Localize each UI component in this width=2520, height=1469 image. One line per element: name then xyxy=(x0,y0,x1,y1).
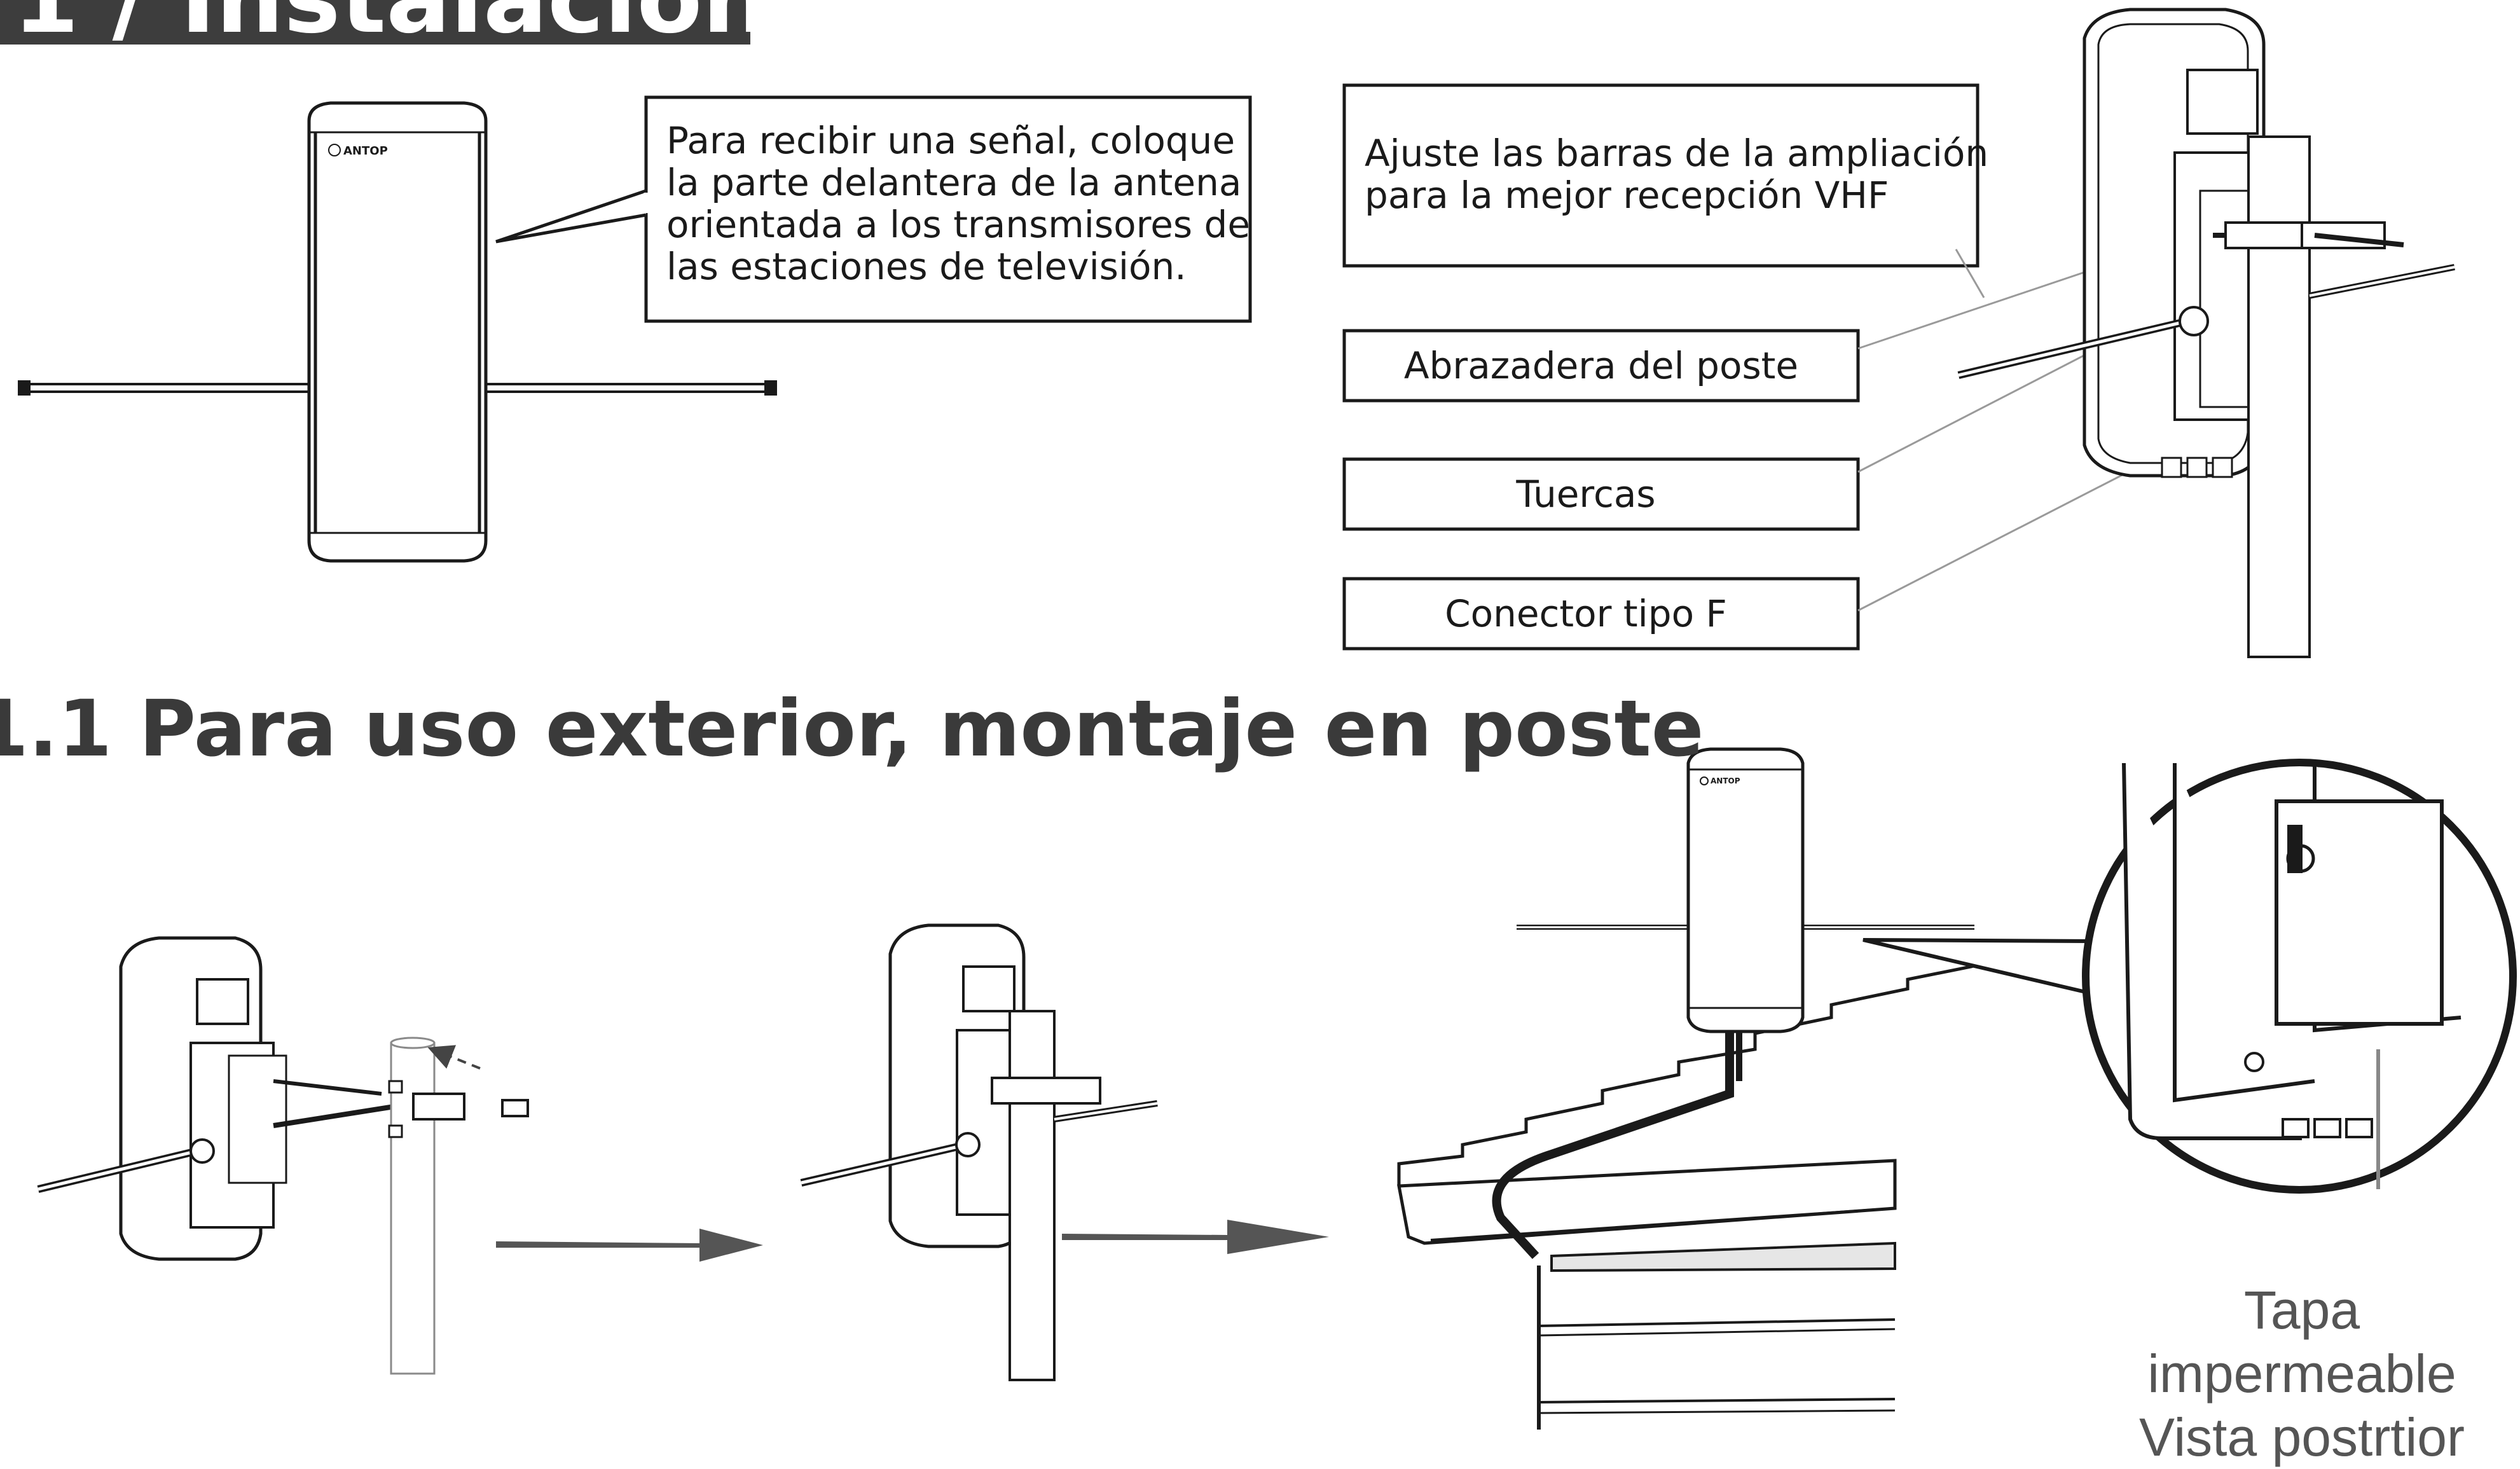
step-arrow-2 xyxy=(1062,1220,1329,1254)
callout-front-line-3: orientada a los transmisores de xyxy=(666,203,1251,246)
callout-front-text: Para recibir una señal, coloque la parte… xyxy=(666,120,1250,287)
callout-front-line-1: Para recibir una señal, coloque xyxy=(666,119,1236,162)
callout-front-line-4: las estaciones de televisión. xyxy=(666,245,1187,288)
roof-mount-scene xyxy=(1397,747,2095,1430)
caption-line-1: Tapa impermeable xyxy=(2147,1280,2456,1403)
label-f-connector: Conector tipo F xyxy=(1445,592,1727,635)
label-nuts: Tuercas xyxy=(1516,472,1656,516)
antenna-mount-detail xyxy=(1957,8,2455,658)
label-pole-clamp: Abrazadera del poste xyxy=(1403,344,1799,387)
mount-step-parts xyxy=(37,936,529,1375)
antenna-front-view xyxy=(18,101,777,563)
label-boxes xyxy=(1342,329,1860,651)
mount-step-assembled xyxy=(800,923,1158,1381)
caption-line-2: Vista postrtior xyxy=(2139,1407,2465,1467)
brand-logo-roof: ANTOP xyxy=(1711,776,1740,785)
section-heading-bar: 1 / Instalación xyxy=(0,0,750,45)
callout-vhf-line-1: Ajuste las barras de la ampliación xyxy=(1365,132,1989,175)
callout-vhf-text: Ajuste las barras de la ampliación para … xyxy=(1365,132,1988,216)
brand-logo-front: ANTOP xyxy=(343,144,388,158)
callout-box-vhf xyxy=(1342,83,1980,268)
callout-front-line-2: la parte delantera de la antena xyxy=(666,161,1242,204)
section-title: 1.1 Para uso exterior, montaje en poste xyxy=(0,684,1704,774)
callout-box-front xyxy=(495,95,1252,323)
installation-illustration: ANTOP xyxy=(18,8,2517,1430)
zoom-detail-circle xyxy=(2082,759,2517,1194)
callout-vhf-line-2: para la mejor recepción VHF xyxy=(1365,174,1889,217)
zoom-caption: Tapa impermeable Vista postrtior xyxy=(2086,1278,2518,1469)
section-heading: 1 / Instalación xyxy=(13,0,750,45)
step-arrow-1 xyxy=(496,1229,763,1262)
